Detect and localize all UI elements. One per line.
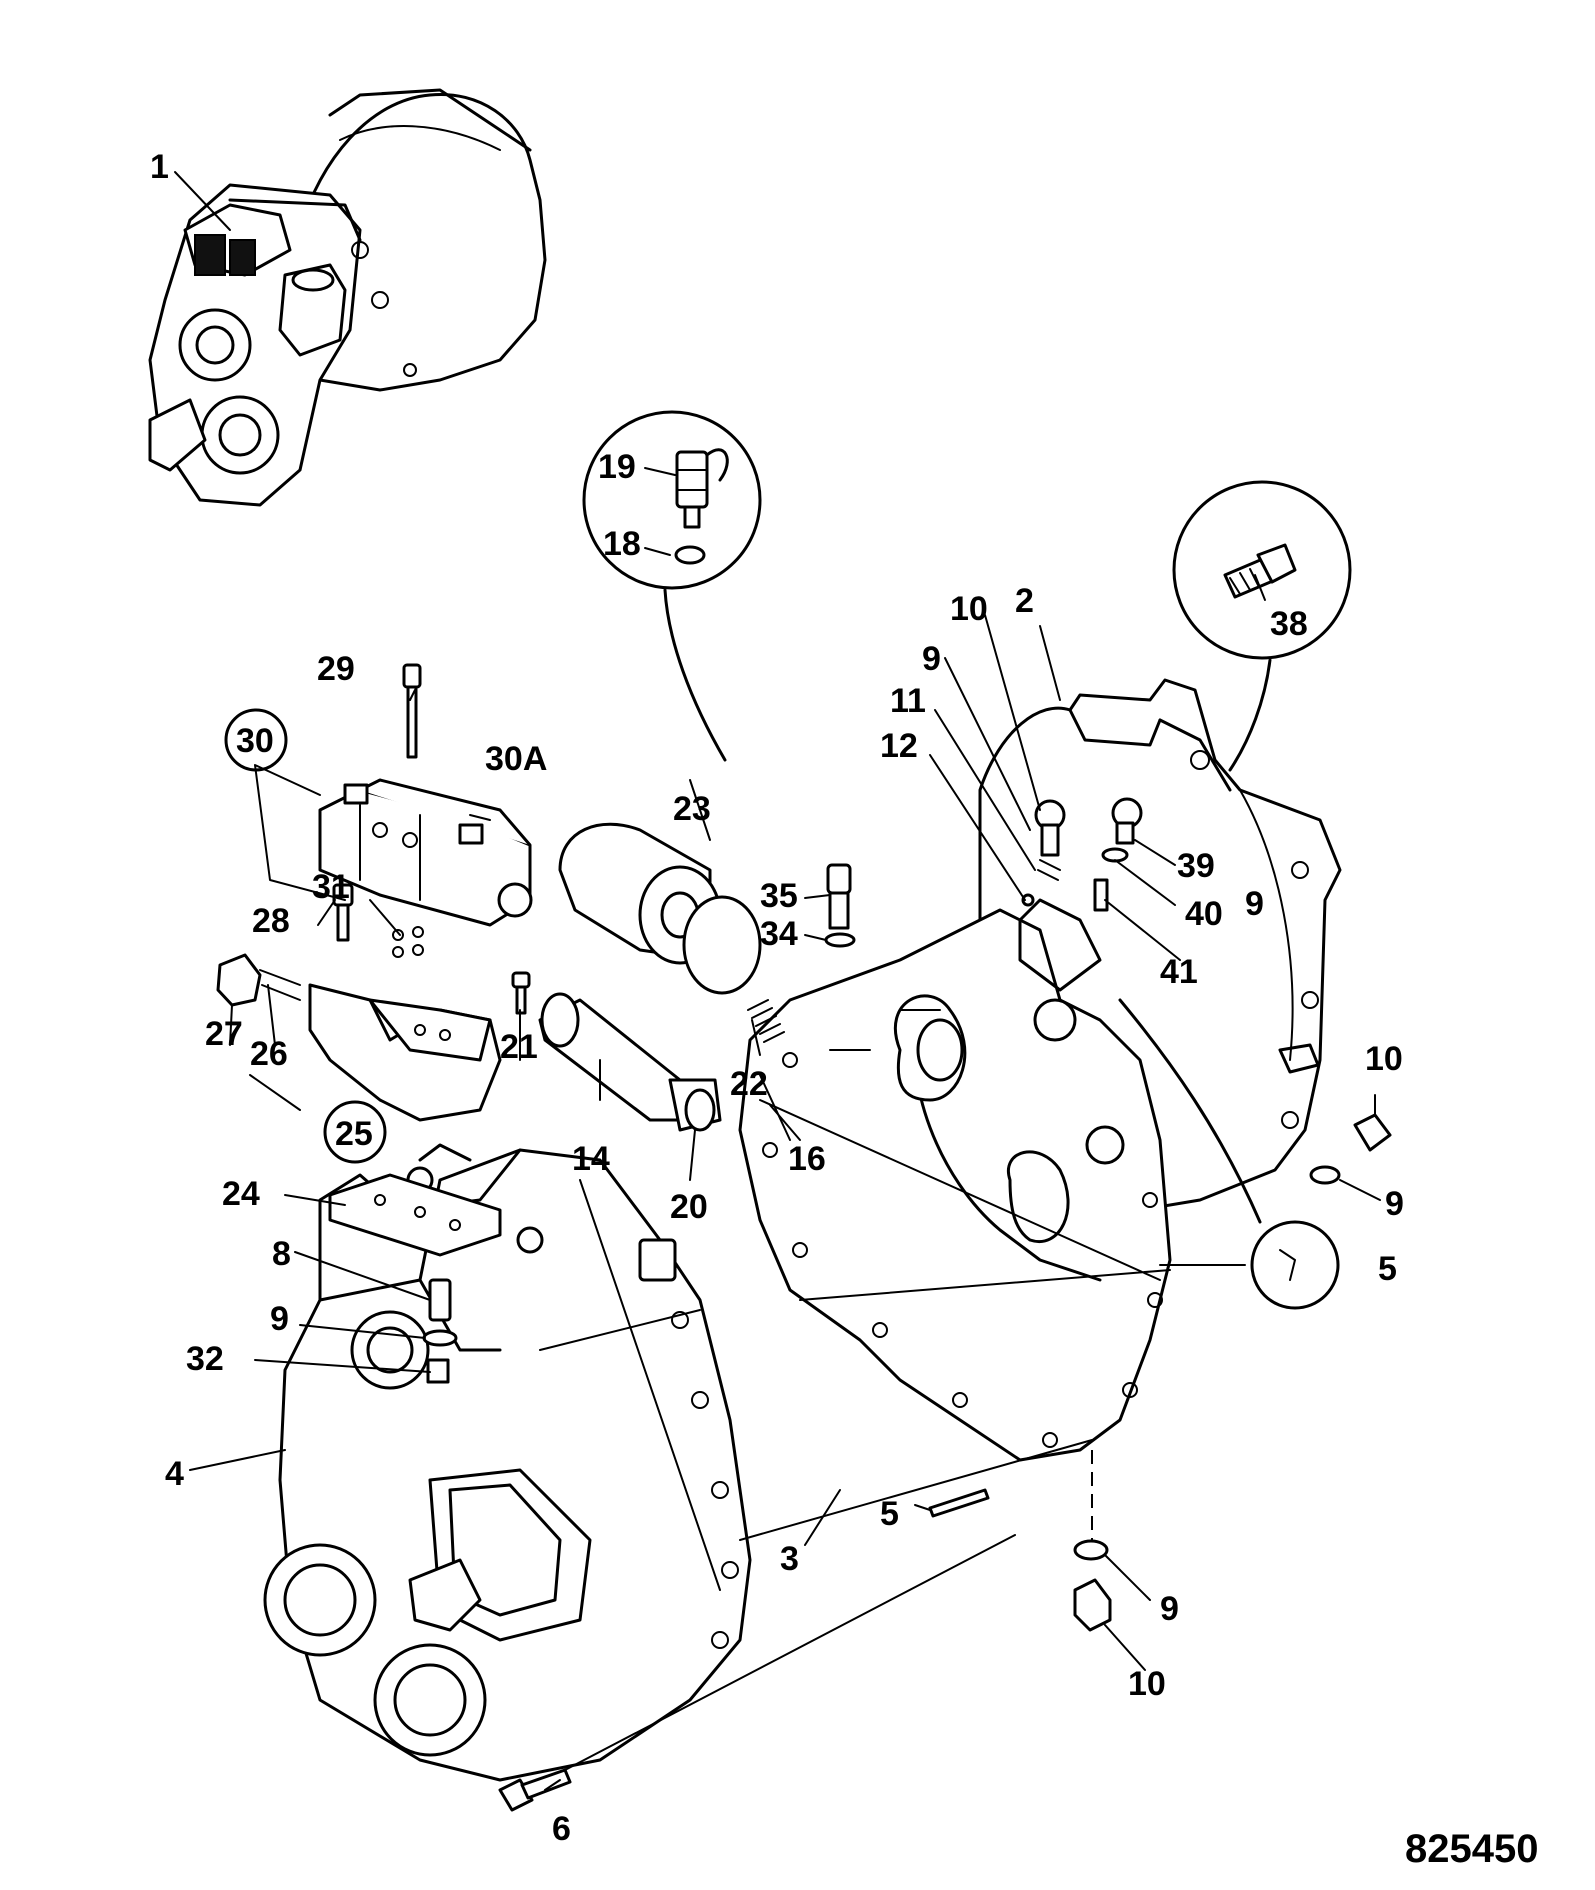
gasket-plate-24 — [328, 1173, 502, 1257]
plug-stack-right — [1093, 797, 1143, 912]
callout-10c: 10 — [1128, 1665, 1166, 1703]
callout-4: 4 — [165, 1455, 184, 1493]
callout-9b: 9 — [922, 640, 941, 678]
inset-circle-pressure-switch — [582, 410, 762, 762]
callout-25-ring — [323, 1100, 387, 1164]
screw-21 — [511, 971, 531, 1015]
callout-12: 12 — [880, 727, 918, 765]
callout-18: 18 — [603, 525, 641, 563]
callout-labels: 1 2 3 4 5 5 6 8 9 9 9 9 9 10 10 10 11 12… — [150, 148, 1404, 1848]
callout-9e: 9 — [1160, 1590, 1179, 1628]
callout-32: 32 — [186, 1340, 224, 1378]
plug-8 — [422, 1278, 458, 1384]
callout-8: 8 — [272, 1235, 291, 1273]
callout-10b: 10 — [1365, 1040, 1403, 1078]
callout-24: 24 — [222, 1175, 260, 1213]
callout-14: 14 — [572, 1140, 610, 1178]
callout-20: 20 — [670, 1188, 708, 1226]
suction-tube-14 — [538, 992, 722, 1132]
callout-11: 11 — [890, 682, 926, 720]
callout-9a: 9 — [270, 1300, 289, 1338]
drain-plug-right — [1309, 1113, 1392, 1185]
bolt-6 — [498, 1768, 572, 1812]
drawing-reference-number: 825450 — [1405, 1827, 1538, 1871]
callout-1: 1 — [150, 148, 169, 186]
callout-30: 30 — [236, 722, 274, 760]
callout-9d: 9 — [1385, 1185, 1404, 1223]
solenoid-valve-block — [318, 778, 533, 927]
inset-circle-bolt — [1172, 480, 1352, 772]
gearbox-housing — [738, 898, 1172, 1462]
callout-28: 28 — [252, 902, 290, 940]
o-rings-31 — [392, 926, 424, 958]
callout-22: 22 — [730, 1065, 768, 1103]
dowel-pin-5 — [928, 1488, 990, 1518]
callout-25: 25 — [335, 1115, 373, 1153]
bolt-29 — [402, 663, 422, 759]
screw-28 — [332, 883, 354, 942]
transmission-case — [263, 1143, 752, 1782]
callout-40: 40 — [1185, 895, 1223, 933]
callout-29: 29 — [317, 650, 355, 688]
plug-stack-top — [1021, 799, 1066, 907]
callout-27: 27 — [205, 1015, 243, 1053]
callout-5b: 5 — [880, 1495, 899, 1533]
callout-19: 19 — [598, 448, 636, 486]
assembled-transmission-illustration — [148, 88, 547, 507]
callout-26: 26 — [250, 1035, 288, 1073]
callout-21: 21 — [500, 1028, 538, 1066]
callout-2: 2 — [1015, 582, 1034, 620]
callout-39: 39 — [1177, 847, 1215, 885]
callout-31: 31 — [312, 868, 350, 906]
callout-38: 38 — [1270, 605, 1308, 643]
callout-3: 3 — [780, 1540, 799, 1578]
callout-30a: 30A — [485, 740, 547, 778]
callout-16: 16 — [788, 1140, 826, 1178]
callout-23: 23 — [673, 790, 711, 828]
callout-30-ring — [224, 708, 288, 772]
callout-34: 34 — [760, 915, 798, 953]
spring-22 — [747, 999, 785, 1043]
callout-10a: 10 — [950, 590, 988, 628]
cover-5 — [1118, 998, 1340, 1310]
callout-9c: 9 — [1245, 885, 1264, 923]
oil-filter-23 — [558, 822, 762, 995]
callout-6: 6 — [552, 1810, 571, 1848]
leader-lines — [174, 171, 1381, 1791]
valve-assembly-25 — [216, 953, 502, 1122]
callout-5a: 5 — [1378, 1250, 1397, 1288]
drain-plug-bottom — [1073, 1450, 1112, 1632]
callout-35: 35 — [760, 877, 798, 915]
sender-unit-35 — [824, 863, 856, 948]
callout-41: 41 — [1160, 953, 1198, 991]
